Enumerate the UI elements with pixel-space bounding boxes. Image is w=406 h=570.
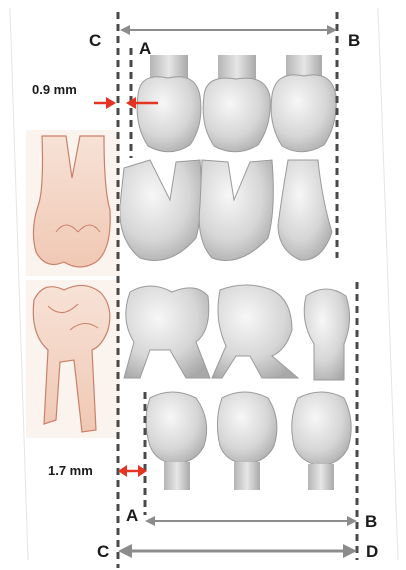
measurement-bottom-label: 1.7 mm: [48, 463, 93, 478]
illustration-lower: [26, 280, 120, 438]
measure-arrow-bottom: [118, 465, 147, 477]
row-1-teeth: [137, 55, 336, 152]
label-d-bottom: D: [366, 542, 378, 562]
label-a-bottom: A: [126, 506, 138, 526]
label-b-bottom: B: [365, 512, 377, 532]
row-2-teeth: [120, 160, 332, 261]
label-c-bottom: C: [97, 542, 109, 562]
row-3-teeth: [124, 285, 350, 380]
label-c-top: C: [89, 31, 101, 51]
illustration-upper: [26, 130, 120, 276]
row-4-teeth: [146, 392, 351, 490]
label-a-top: A: [139, 39, 151, 59]
label-b-top: B: [348, 31, 360, 51]
measurement-top-label: 0.9 mm: [32, 82, 77, 97]
